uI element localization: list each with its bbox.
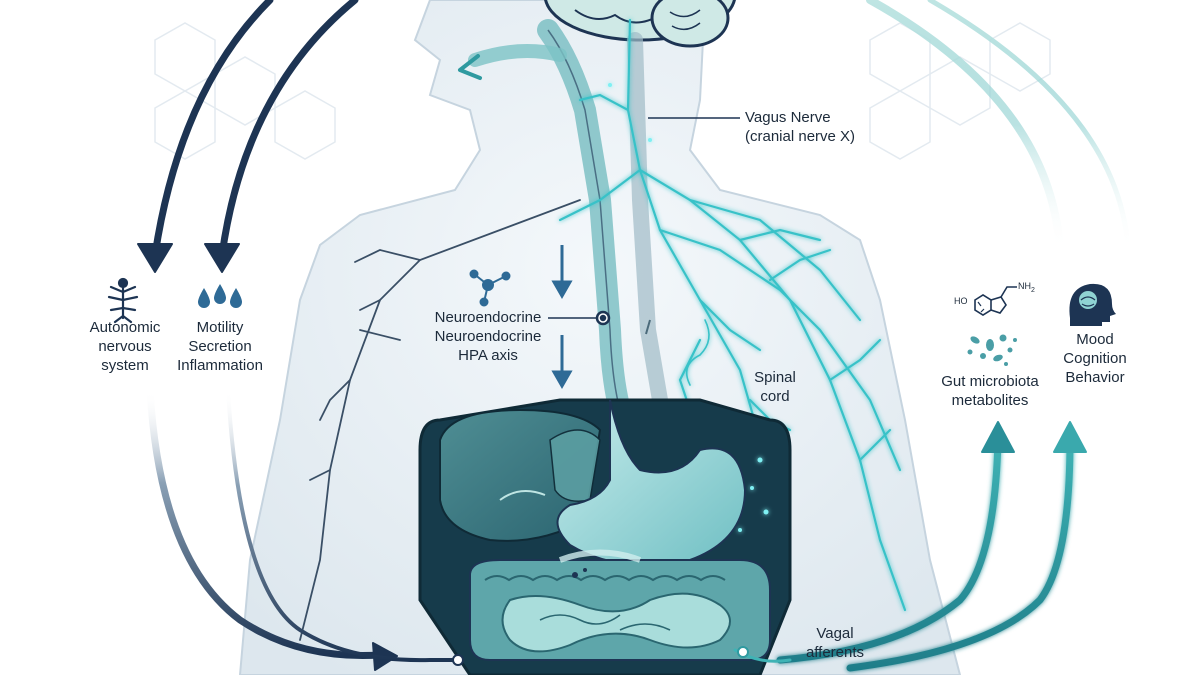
motility-line-2: Secretion bbox=[188, 338, 252, 355]
molecule-nh-subscript: 2 bbox=[1031, 286, 1035, 294]
motility-secretion-label: Motility Secretion Inflammation bbox=[160, 318, 280, 375]
left-descending-arrows bbox=[137, 0, 464, 671]
vagus-line-1: Vagus Nerve bbox=[745, 109, 831, 126]
abdominal-organs bbox=[418, 398, 792, 677]
autonomic-nervous-system-label: Autonomic nervous system bbox=[70, 318, 180, 375]
mood-line-1: Mood bbox=[1076, 331, 1114, 348]
molecule-ho-label: HO bbox=[954, 296, 968, 306]
vagus-line-2: (cranial nerve X) bbox=[745, 128, 856, 145]
mood-line-2: Cognition bbox=[1063, 350, 1127, 367]
right-ascending-arrows bbox=[733, 0, 1131, 672]
gut-line-1: Gut microbiota bbox=[941, 373, 1039, 390]
mood-cognition-label: Mood Cognition Behavior bbox=[1050, 330, 1140, 387]
gut-line-2: metabolites bbox=[951, 392, 1029, 409]
nervous-system-icon bbox=[107, 277, 139, 324]
molecule-nh-text: NH bbox=[1018, 281, 1031, 291]
serotonin-molecule-icon bbox=[974, 286, 1017, 316]
spinal-cord bbox=[627, 32, 668, 408]
esophagus bbox=[458, 19, 631, 421]
molecule-icon bbox=[469, 269, 511, 307]
neuroendocrine-line-3: HPA axis bbox=[458, 347, 518, 364]
spinal-line-1: Spinal bbox=[754, 369, 796, 386]
neuroendocrine-line-1: Neuroendocrine bbox=[434, 309, 542, 326]
vagal-line-2: afferents bbox=[805, 644, 865, 661]
gut-microbiota-label: Gut microbiota metabolites bbox=[930, 372, 1050, 410]
spinal-cord-label: Spinal cord bbox=[740, 368, 810, 406]
neuroendocrine-label: Neuroendocrine Neuroendocrine HPA axis bbox=[418, 308, 558, 365]
motility-line-3: Inflammation bbox=[177, 357, 263, 374]
vagal-afferents-label: Vagal afferents bbox=[790, 624, 880, 662]
autonomic-line-1: Autonomic bbox=[89, 319, 161, 336]
vagus-nerve-label: Vagus Nerve (cranial nerve X) bbox=[745, 108, 855, 146]
bacteria-icon bbox=[967, 334, 1017, 366]
autonomic-line-3: system bbox=[101, 357, 149, 374]
motility-line-1: Motility bbox=[196, 319, 244, 336]
neuroendocrine-line-2: Neuroendocrine bbox=[434, 328, 542, 345]
vagus-nerve bbox=[558, 18, 907, 612]
neuroendocrine-arrows bbox=[551, 245, 573, 390]
nerve-sparkles bbox=[608, 83, 769, 532]
droplets-icon bbox=[198, 284, 242, 308]
vagal-line-1: Vagal bbox=[816, 625, 854, 642]
peripheral-nerve-left bbox=[299, 199, 581, 641]
mood-line-3: Behavior bbox=[1065, 369, 1125, 386]
brain-head-icon bbox=[1069, 283, 1116, 326]
molecule-nh-label: NH2 bbox=[1018, 281, 1035, 296]
spinal-line-2: cord bbox=[760, 388, 790, 405]
autonomic-line-2: nervous bbox=[98, 338, 152, 355]
leader-lines bbox=[548, 117, 740, 326]
